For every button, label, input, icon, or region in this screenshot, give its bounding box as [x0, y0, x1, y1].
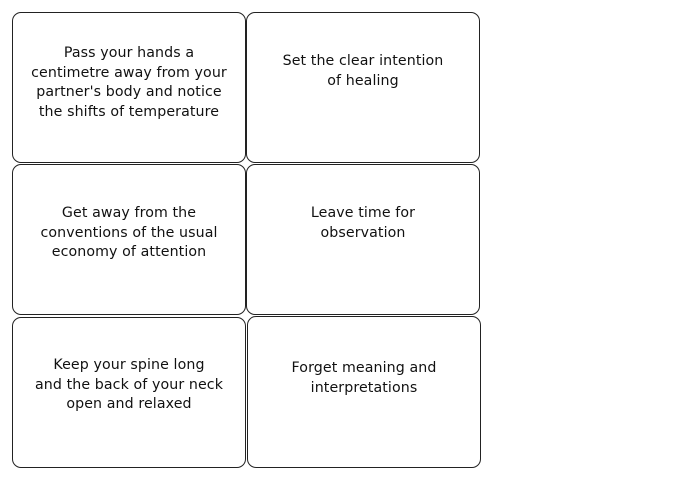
card-hands-temperature: Pass your hands a centimetre away from y…	[12, 12, 246, 163]
card-meaning-interpretations: Forget meaning and interpretations	[247, 316, 481, 468]
card-text: Set the clear intention of healing	[282, 53, 444, 89]
card-conventions-attention: Get away from the conventions of the usu…	[12, 164, 246, 315]
card-text: Get away from the conventions of the usu…	[40, 205, 218, 260]
card-text: Pass your hands a centimetre away from y…	[31, 45, 227, 120]
card-spine-neck: Keep your spine long and the back of you…	[12, 317, 246, 468]
card-intention-healing: Set the clear intention of healing	[246, 12, 480, 163]
card-time-observation: Leave time for observation	[246, 164, 480, 315]
card-text: Forget meaning and interpretations	[291, 360, 437, 396]
card-text: Leave time for observation	[310, 205, 416, 241]
card-text: Keep your spine long and the back of you…	[34, 357, 224, 412]
